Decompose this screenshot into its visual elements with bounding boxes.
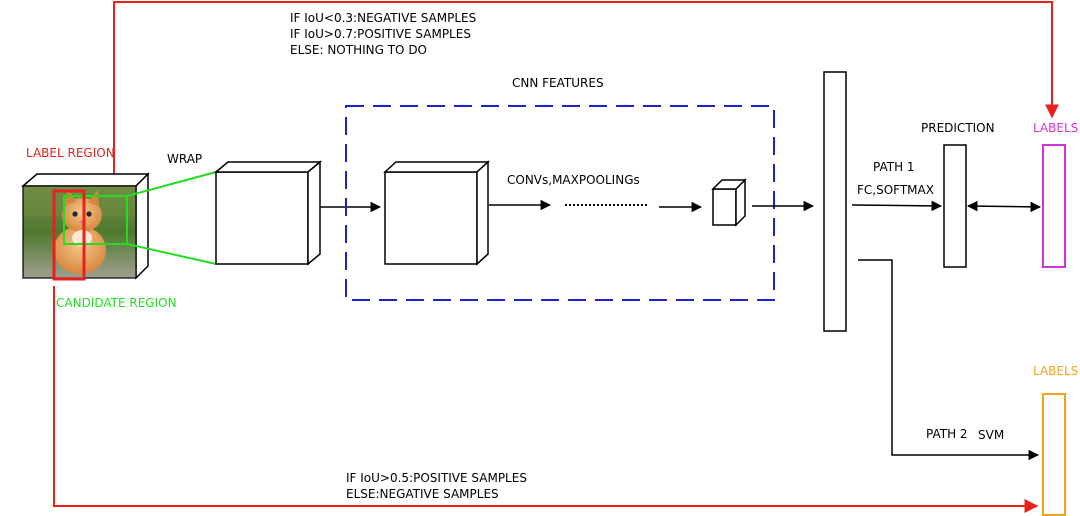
arrow-path2 — [858, 259, 1040, 461]
iou-rule-bottom-1: IF IoU>0.5:POSITIVE SAMPLES — [346, 471, 527, 485]
iou-rule-bottom-2: ELSE:NEGATIVE SAMPLES — [346, 487, 499, 501]
iou-rule-top-1: IF IoU<0.3:NEGATIVE SAMPLES — [290, 11, 476, 25]
path2-label: PATH 2 — [926, 427, 968, 441]
fc-softmax-label: FC,SOFTMAX — [857, 183, 934, 197]
label-region-path — [113, 1, 1059, 186]
warped-region-cube — [213, 160, 323, 266]
label-region-label: LABEL REGION — [26, 146, 115, 160]
feature-vector-bar — [823, 71, 847, 332]
conv-cube — [383, 160, 490, 266]
prediction-label: PREDICTION — [921, 121, 995, 135]
wrap-line-bottom — [126, 243, 217, 265]
labels-bottom-bar — [1042, 393, 1066, 516]
input-image-cube — [20, 172, 150, 280]
prediction-bar — [943, 144, 967, 268]
candidate-region-box — [63, 195, 128, 245]
wrap-line-top — [126, 171, 217, 197]
svm-label: SVM — [978, 428, 1004, 442]
convs-label: CONVs,MAXPOOLINGs — [507, 173, 640, 187]
cnn-features-label: CNN FEATURES — [512, 76, 604, 90]
labels-bottom-label: LABELS — [1033, 364, 1078, 378]
small-feature-cube — [711, 178, 747, 227]
path1-label: PATH 1 — [873, 160, 915, 174]
kitten-photo — [23, 186, 136, 278]
labels-top-bar — [1042, 144, 1066, 268]
label-region-box — [52, 189, 86, 281]
iou-rule-top-2: IF IoU>0.7:POSITIVE SAMPLES — [290, 27, 471, 41]
arrow-path1 — [851, 200, 943, 212]
labels-top-label: LABELS — [1033, 121, 1078, 135]
candidate-region-path — [53, 286, 1039, 513]
candidate-region-label: CANDIDATE REGION — [56, 296, 177, 310]
cnn-features-box — [345, 105, 775, 301]
arrow-prediction-labels — [966, 200, 1042, 213]
wrap-label: WRAP — [167, 152, 202, 166]
iou-rule-top-3: ELSE: NOTHING TO DO — [290, 43, 427, 57]
